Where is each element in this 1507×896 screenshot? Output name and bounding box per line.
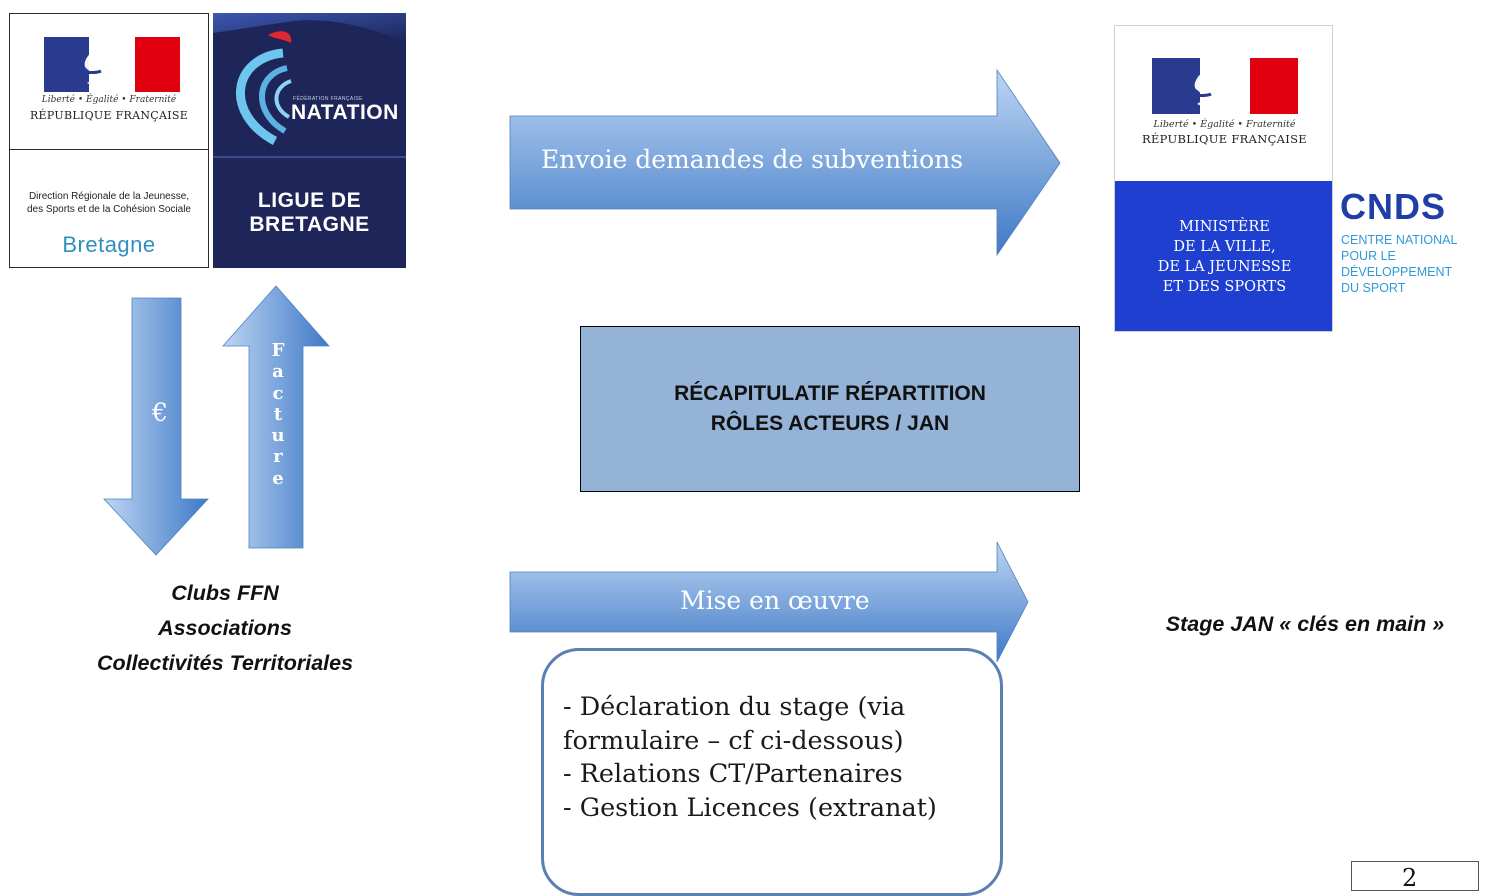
facture-letter: r	[273, 446, 283, 468]
ffn-brand-name: NATATION	[291, 101, 399, 124]
facture-letter: e	[272, 467, 284, 489]
task-item: - Relations CT/Partenaires	[563, 759, 903, 789]
ligue-line-1: LIGUE DE	[257, 189, 362, 212]
marianne-icon	[74, 44, 124, 86]
clubs-line-3: Collectivités Territoriales	[96, 651, 354, 675]
ministry-line-1: MINISTÈRE	[1179, 219, 1270, 235]
rf-motto: Liberté • Égalité • Fraternité	[1153, 119, 1296, 130]
mise-en-oeuvre-label: Mise en œuvre	[680, 586, 870, 615]
marianne-icon	[1182, 65, 1234, 107]
cnds-line-3: DÉVELOPPEMENT	[1341, 265, 1453, 279]
logo-divider	[10, 149, 208, 150]
drjscs-text: Direction Régionale de la Jeunesse, des …	[10, 190, 208, 216]
recap-title-line-1: RÉCAPITULATIF RÉPARTITION	[674, 382, 986, 405]
clubs-line-1: Clubs FFN	[171, 581, 279, 605]
cnds-line-4: DU SPORT	[1341, 281, 1406, 295]
drjscs-line-1: Direction Régionale de la Jeunesse,	[28, 191, 190, 202]
rf-name: RÉPUBLIQUE FRANÇAISE	[1141, 132, 1307, 146]
facture-letter: c	[272, 382, 284, 404]
ligue-line-2: BRETAGNE	[249, 213, 370, 236]
euro-down-arrow	[103, 297, 209, 556]
drjscs-line-2: des Sports et de la Cohésion Sociale	[27, 204, 191, 215]
recap-title-line-2: RÔLES ACTEURS / JAN	[710, 412, 950, 435]
clubs-line-2: Associations	[158, 616, 292, 640]
ministry-panel: MINISTÈRE DE LA VILLE, DE LA JEUNESSE ET…	[1115, 181, 1332, 331]
task-item: - Déclaration du stage (via	[563, 692, 906, 722]
tasks-box	[541, 648, 1003, 896]
stage-caption: Stage JAN « clés en main »	[1165, 612, 1445, 636]
facture-letter: u	[271, 425, 285, 447]
task-item: formulaire – cf ci-dessous)	[563, 725, 904, 756]
facture-letter: F	[271, 340, 285, 361]
ministry-name: MINISTÈRE DE LA VILLE, DE LA JEUNESSE ET…	[1115, 217, 1332, 297]
cnds-full-name: CENTRE NATIONAL POUR LE DÉVELOPPEMENT DU…	[1341, 232, 1457, 296]
ffn-wave-icon	[213, 13, 406, 145]
subventions-arrow	[509, 68, 1061, 257]
recap-box: RÉCAPITULATIF RÉPARTITION RÔLES ACTEURS …	[580, 326, 1080, 492]
cnds-line-1: CENTRE NATIONAL	[1341, 233, 1458, 247]
subventions-label: Envoie demandes de subventions	[541, 145, 964, 174]
clubs-caption: Clubs FFN Associations Collectivités Ter…	[60, 576, 390, 681]
ffn-federation-text: FÉDÉRATION FRANÇAISE	[293, 96, 363, 102]
ffn-ligue-bretagne-logo: FÉDÉRATION FRANÇAISE NATATION LIGUE DE B…	[213, 13, 406, 268]
cnds-line-2: POUR LE	[1341, 249, 1396, 263]
rf-name: RÉPUBLIQUE FRANÇAISE	[29, 109, 189, 122]
ministry-line-3: DE LA JEUNESSE	[1157, 259, 1292, 275]
facture-up-arrow	[222, 285, 330, 549]
region-name: Bretagne	[62, 232, 156, 257]
facture-letter: a	[272, 361, 284, 383]
ministere-logo: Liberté • Égalité • Fraternité RÉPUBLIQU…	[1114, 25, 1333, 332]
page-number: 2	[1402, 864, 1418, 892]
mise-en-oeuvre-arrow	[509, 541, 1029, 663]
ministry-line-2: DE LA VILLE,	[1173, 239, 1276, 255]
facture-label: F a c t u r e	[263, 340, 293, 489]
ministry-line-4: ET DES SPORTS	[1162, 279, 1287, 295]
ffn-divider	[213, 156, 406, 158]
cnds-logo-acronym: CNDS	[1340, 186, 1447, 227]
task-item: - Gestion Licences (extranat)	[563, 792, 937, 823]
ligue-name: LIGUE DE BRETAGNE	[213, 189, 406, 237]
tasks-list: - Déclaration du stage (via formulaire –…	[563, 691, 937, 825]
euro-label: €	[152, 398, 168, 427]
rf-drjscs-logo: Liberté • Égalité • Fraternité RÉPUBLIQU…	[9, 13, 209, 268]
facture-letter: t	[273, 403, 283, 425]
rf-motto: Liberté • Égalité • Fraternité	[41, 95, 177, 105]
